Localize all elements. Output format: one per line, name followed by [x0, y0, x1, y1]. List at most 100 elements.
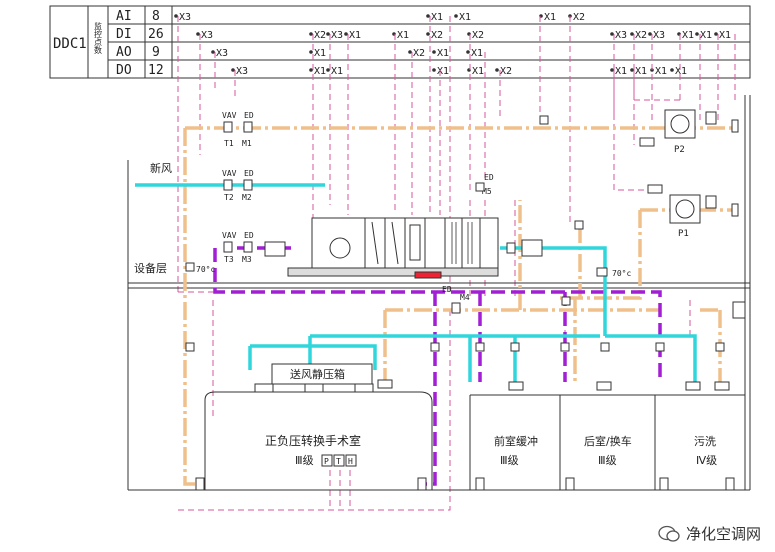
- signal-point-di-5: [426, 32, 430, 36]
- room-3-name: 污洗: [694, 435, 716, 448]
- svg-text:M3: M3: [242, 255, 252, 264]
- signal-point-ai-0: [174, 14, 178, 18]
- signal-point-do-9: [670, 68, 674, 72]
- signal-label-ao-0: X3: [216, 48, 228, 59]
- room-0-name: 正负压转换手术室: [265, 433, 361, 448]
- signal-point-do-0: [231, 68, 235, 72]
- diffusers: [254, 379, 730, 393]
- signal-label-di-6: X2: [472, 30, 484, 41]
- signal-label-ao-3: X1: [437, 48, 449, 59]
- room-1-name: 前室缓冲: [494, 434, 538, 448]
- row-type-do: DO: [116, 63, 132, 78]
- signal-point-ao-1: [309, 50, 313, 54]
- signal-point-ao-3: [432, 50, 436, 54]
- signal-point-di-2: [326, 32, 330, 36]
- signal-point-di-8: [630, 32, 634, 36]
- temp-label-1: 70°c: [196, 265, 215, 274]
- signal-label-di-3: X1: [349, 30, 361, 41]
- svg-text:ED: ED: [244, 111, 254, 120]
- svg-text:P: P: [324, 457, 329, 466]
- room-0-grade: Ⅲ级: [295, 454, 314, 467]
- signal-label-ai-3: X1: [544, 12, 556, 23]
- room-sensors: P T H: [321, 454, 357, 467]
- monitor-points-label: 监控点数: [94, 21, 103, 55]
- signal-label-ai-4: X2: [573, 12, 585, 23]
- svg-text:ED: ED: [244, 169, 254, 178]
- svg-text:T: T: [336, 457, 341, 466]
- signal-point-di-9: [648, 32, 652, 36]
- svg-text:ED: ED: [442, 285, 452, 294]
- svg-text:T1: T1: [224, 139, 234, 148]
- signal-label-do-0: X3: [236, 66, 248, 77]
- svg-text:M5: M5: [482, 187, 492, 196]
- signal-label-do-4: X1: [472, 66, 484, 77]
- signal-point-ai-2: [454, 14, 458, 18]
- fresh-air-label: 新风: [150, 161, 172, 175]
- signal-label-di-9: X3: [653, 30, 665, 41]
- signal-label-do-1: X1: [314, 66, 326, 77]
- room-2-name: 后室/换车: [584, 434, 632, 448]
- signal-label-di-1: X2: [314, 30, 326, 41]
- svg-text:T3: T3: [224, 255, 234, 264]
- signal-label-do-7: X1: [635, 66, 647, 77]
- signal-point-do-1: [309, 68, 313, 72]
- svg-text:H: H: [348, 457, 353, 466]
- signal-label-do-8: X1: [655, 66, 667, 77]
- svg-text:M1: M1: [242, 139, 252, 148]
- svg-text:M2: M2: [242, 193, 252, 202]
- signal-point-ao-2: [408, 50, 412, 54]
- signal-point-ao-4: [466, 50, 470, 54]
- damper-symbols: [185, 111, 746, 491]
- temp-label-2: 70°c: [612, 269, 631, 278]
- signal-label-ao-4: X1: [471, 48, 483, 59]
- supply-plenum: 送风静压箱: [271, 363, 373, 385]
- row-type-ai: AI: [116, 9, 132, 24]
- watermark-text: 净化空调网: [685, 525, 761, 543]
- signal-label-do-9: X1: [675, 66, 687, 77]
- signal-point-do-5: [495, 68, 499, 72]
- exhaust-fan-p2: P2: [664, 109, 696, 155]
- building-outline: [127, 95, 751, 491]
- signal-point-di-7: [610, 32, 614, 36]
- signal-point-do-3: [432, 68, 436, 72]
- ddc-label: DDC1: [53, 36, 87, 52]
- row-count-do: 12: [148, 63, 164, 78]
- wechat-icon: [658, 525, 680, 542]
- signal-label-ai-2: X1: [459, 12, 471, 23]
- row-type-ao: AO: [116, 45, 132, 60]
- room-1-grade: Ⅲ级: [500, 454, 519, 467]
- signal-label-di-10: X1: [682, 30, 694, 41]
- signal-label-do-6: X1: [615, 66, 627, 77]
- signal-label-di-12: X1: [719, 30, 731, 41]
- signal-label-di-2: X3: [331, 30, 343, 41]
- signal-label-do-5: X2: [500, 66, 512, 77]
- signal-point-ao-0: [211, 50, 215, 54]
- io-table: DDC1 监控点数 AI DI AO DO 8 26 9 12: [49, 5, 751, 79]
- signal-label-ai-0: X3: [179, 12, 191, 23]
- svg-text:M4: M4: [460, 293, 470, 302]
- room-3-grade: Ⅳ级: [696, 454, 717, 467]
- signal-point-do-7: [630, 68, 634, 72]
- svg-text:ED: ED: [244, 231, 254, 240]
- exhaust-fan-p1: P1: [669, 194, 701, 239]
- svg-text:T2: T2: [224, 193, 234, 202]
- signal-label-di-8: X2: [635, 30, 647, 41]
- row-count-di: 26: [148, 27, 164, 42]
- row-count-ao: 9: [152, 45, 160, 60]
- signal-label-do-3: X1: [437, 66, 449, 77]
- svg-text:VAV: VAV: [222, 231, 237, 240]
- signal-label-ai-1: X1: [431, 12, 443, 23]
- exhaust-duct: [183, 126, 735, 486]
- row-count-ai: 8: [152, 9, 160, 24]
- room-2-grade: Ⅲ级: [598, 454, 617, 467]
- watermark: 净化空调网: [658, 523, 761, 544]
- signal-point-di-12: [714, 32, 718, 36]
- signal-label-ao-2: X2: [413, 48, 425, 59]
- signal-point-do-6: [610, 68, 614, 72]
- signal-label-do-2: X1: [331, 66, 343, 77]
- signal-point-di-3: [344, 32, 348, 36]
- signal-point-di-1: [309, 32, 313, 36]
- svg-text:ED: ED: [484, 173, 494, 182]
